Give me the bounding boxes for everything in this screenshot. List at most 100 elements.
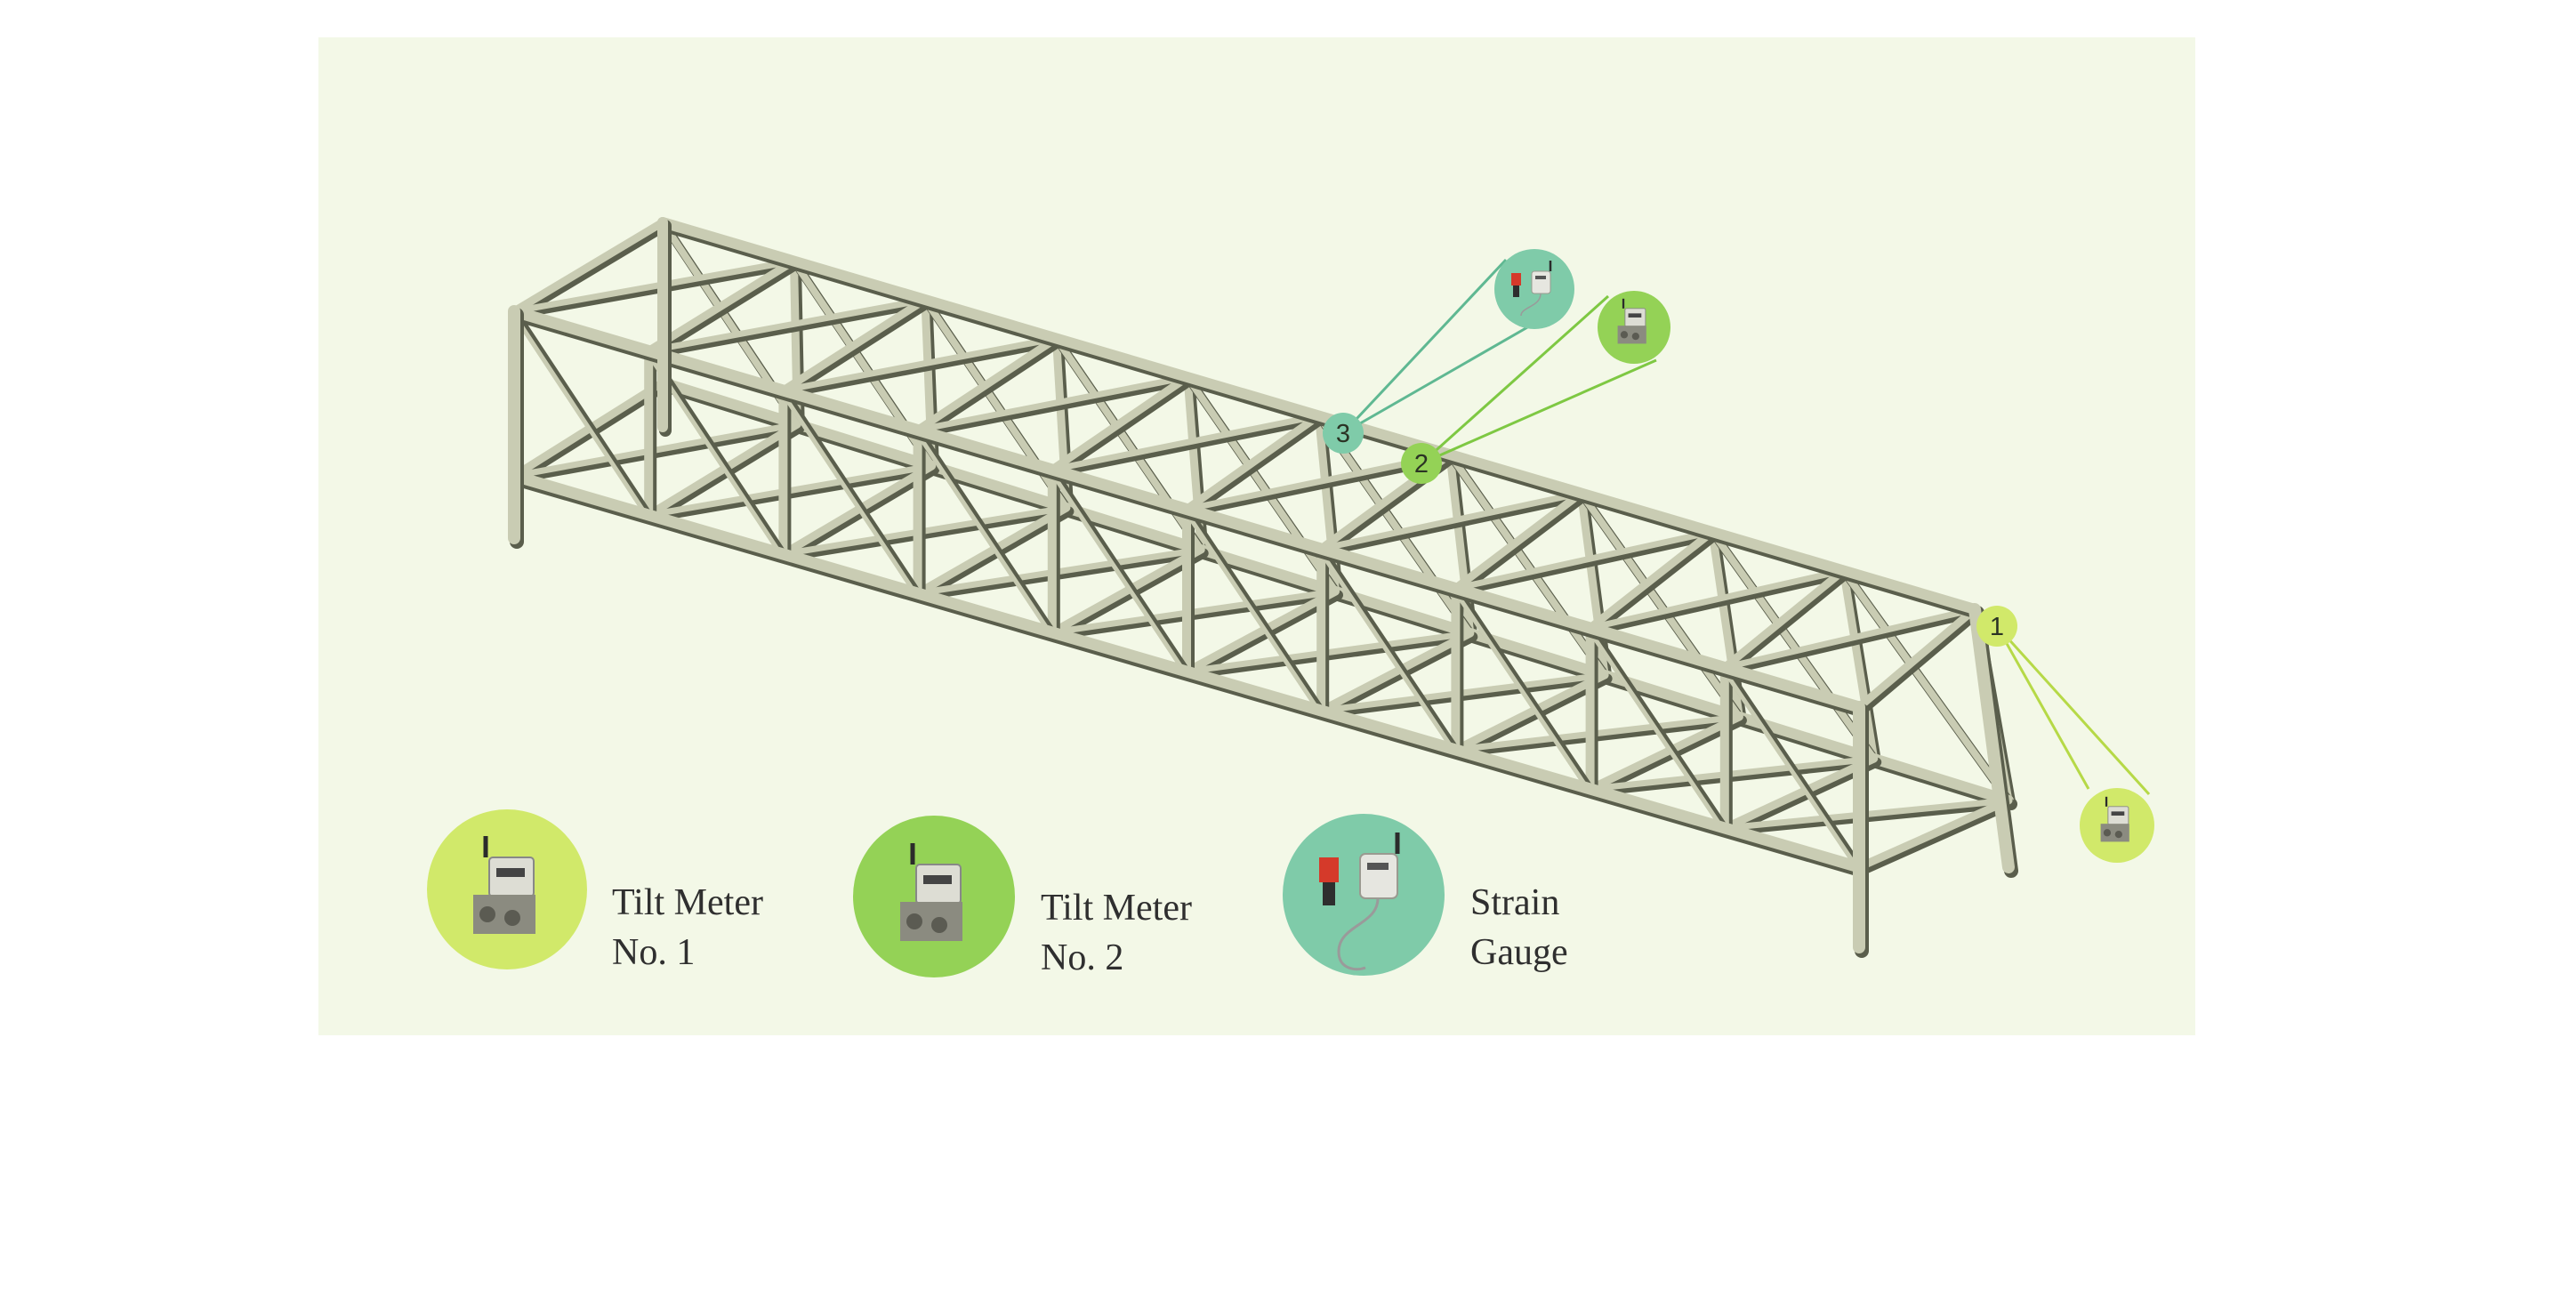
bottom-cross-beam (914, 503, 1071, 598)
leader-line-strain-upper (1341, 258, 1508, 435)
top-brace-shadow (1589, 570, 1850, 636)
bottom-cross-beam (1048, 545, 1205, 637)
back-diagonal (1839, 567, 2012, 804)
legend: Tilt Meter No. 1 Tilt Meter No. 2 (427, 809, 1568, 978)
top-cross-beam (778, 295, 930, 395)
top-cross-beam-shadow (1856, 607, 1983, 716)
bottom-cross-beam-shadow (1050, 548, 1209, 641)
top-cross-beam (1586, 527, 1717, 632)
tilt-meter-icon (1617, 298, 1646, 344)
marker-2-label: 2 (1414, 450, 1429, 479)
marker-3-label: 3 (1336, 420, 1350, 448)
marker-2: 2 (1401, 443, 1442, 484)
bottom-cross-beam-shadow (1588, 715, 1747, 798)
tilt-meter-icon (900, 843, 962, 941)
top-brace (1317, 490, 1584, 552)
bottom-brace-shadow (1723, 800, 2016, 836)
front-diagonal (912, 426, 1051, 633)
top-brace-shadow (1051, 415, 1325, 478)
bottom-cross-beam (1855, 796, 2013, 872)
top-cross-beam (1720, 567, 1847, 672)
bottom-brace-shadow (512, 423, 804, 484)
tilt-meter-icon (473, 836, 535, 934)
back-diagonal (1446, 451, 1609, 679)
bottom-brace-shadow (916, 549, 1208, 601)
top-cross-beam-shadow (915, 337, 1064, 438)
top-brace-shadow (512, 261, 801, 319)
bottom-brace-shadow (647, 465, 939, 523)
bottom-cross-beam-shadow (1453, 673, 1613, 759)
top-cross-beam-shadow (646, 260, 801, 359)
back-diagonal (1184, 374, 1340, 595)
top-brace-shadow (1723, 608, 1982, 675)
front-diagonal (1315, 544, 1454, 751)
legend-item-tilt-meter-1: Tilt Meter No. 1 (427, 809, 763, 973)
top-brace (511, 258, 797, 315)
front-diagonal (1719, 664, 1858, 868)
legend-label-strain-gauge-line2: Gauge (1470, 932, 1568, 973)
bottom-cross-beam (1316, 629, 1475, 715)
callout-tilt-meter-1 (2080, 788, 2154, 863)
front-bottom-chord (508, 470, 1865, 873)
marker-1-label: 1 (1990, 613, 2004, 641)
leader-line-tilt2-lower (1421, 358, 1657, 465)
top-cross-beam-shadow (1184, 414, 1326, 518)
leader-line-strain-lower (1342, 311, 1553, 435)
leader-line-tilt1-upper (1995, 625, 2090, 790)
top-cross-beam-shadow (780, 298, 933, 399)
front-diagonal (777, 386, 917, 594)
back-diagonal (1577, 489, 1743, 720)
bottom-brace-shadow (1319, 674, 1612, 719)
callout-strain-gauge (1494, 249, 1574, 329)
legend-item-strain-gauge: Strain Gauge (1283, 814, 1568, 976)
top-cross-beam (1182, 412, 1323, 513)
top-brace-shadow (647, 299, 932, 358)
tilt-meter-icon (2100, 796, 2129, 842)
top-brace (1721, 606, 1978, 671)
truss-structure (508, 217, 2018, 958)
bottom-brace-shadow (1051, 591, 1342, 640)
strain-gauge-icon (1319, 832, 1400, 971)
legend-label-tilt-meter-2-line2: No. 2 (1041, 937, 1123, 978)
bottom-cross-beam-shadow (1722, 757, 1882, 837)
top-cross-beam (510, 218, 667, 316)
legend-label-strain-gauge-line1: Strain (1470, 882, 1559, 923)
top-cross-beam (1048, 373, 1192, 474)
top-brace-shadow (1453, 531, 1719, 596)
bottom-brace-shadow (1185, 632, 1477, 680)
top-cross-beam (1451, 489, 1585, 592)
top-cross-beam-shadow (511, 221, 671, 320)
back-top-chord (657, 217, 1980, 615)
front-diagonal (1180, 505, 1320, 712)
top-brace-shadow (1319, 493, 1588, 557)
bottom-cross-beam (1182, 587, 1340, 676)
top-brace (1452, 528, 1716, 591)
top-brace (645, 296, 929, 354)
legend-label-tilt-meter-2-line1: Tilt Meter (1041, 888, 1192, 929)
top-cross-beam (644, 257, 798, 355)
front-diagonal (1046, 465, 1186, 672)
bottom-brace-shadow (1589, 758, 1881, 797)
bottom-cross-beam (1586, 712, 1743, 793)
bottom-brace-shadow (1453, 716, 1746, 758)
top-cross-beam (914, 334, 1060, 434)
bottom-cross-beam-shadow (1856, 799, 2017, 876)
leader-line-tilt1-lower (1995, 624, 2151, 796)
bottom-cross-beam (1451, 671, 1609, 754)
top-brace (1587, 567, 1847, 631)
strain-gauge-icon (1511, 261, 1552, 317)
legend-label-tilt-meter-1-line1: Tilt Meter (612, 882, 763, 923)
back-right-leg (1968, 603, 2015, 873)
marker-3: 3 (1323, 413, 1364, 454)
callout-tilt-meter-2 (1598, 291, 1670, 364)
top-brace-shadow (781, 338, 1063, 398)
legend-item-tilt-meter-2: Tilt Meter No. 2 (853, 816, 1192, 978)
bottom-cross-beam-shadow (1318, 631, 1478, 720)
back-diagonal (1709, 528, 1878, 762)
leader-line-tilt2-upper (1420, 294, 1610, 465)
top-brace (1049, 413, 1322, 473)
top-cross-beam-shadow (1722, 569, 1851, 676)
top-cross-beam-shadow (1050, 375, 1195, 479)
front-top-chord (508, 305, 1865, 713)
